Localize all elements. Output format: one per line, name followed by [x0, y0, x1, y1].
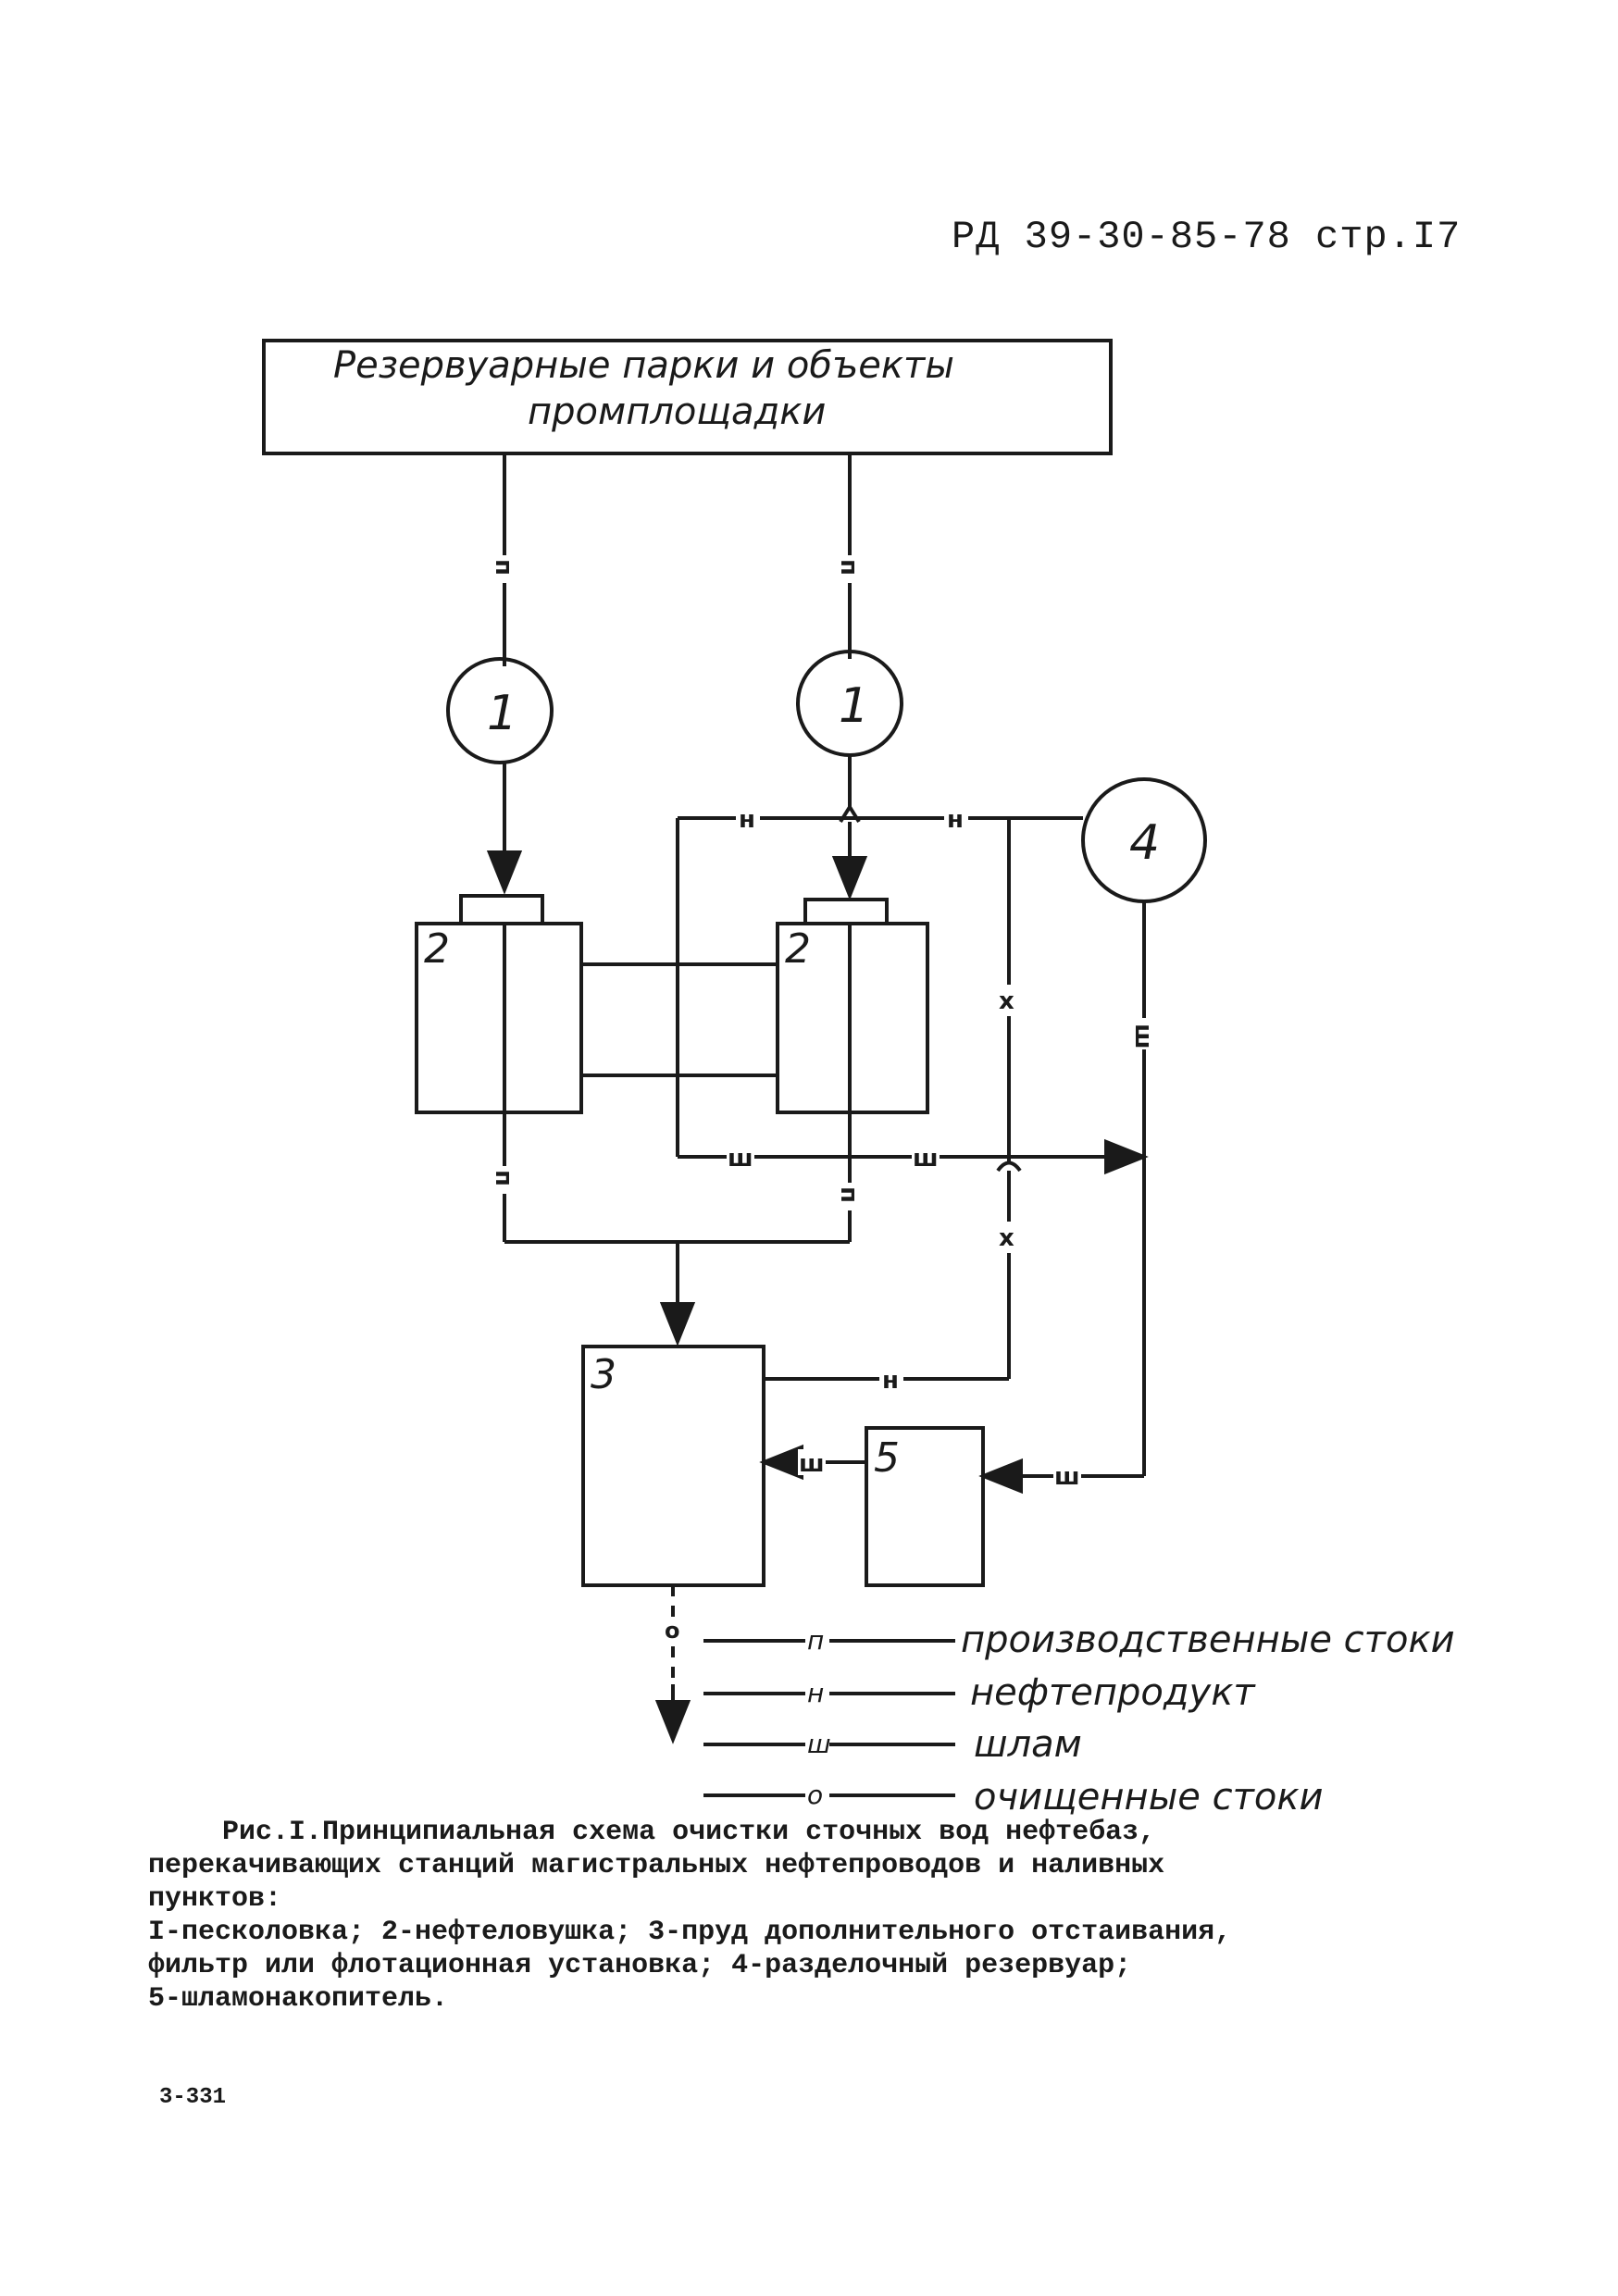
- source-box-line2: промплощадки: [528, 391, 826, 433]
- legend-code-sh: ш: [807, 1729, 831, 1759]
- page-header: РД 39-30-85-78 стр.I7: [952, 215, 1462, 259]
- flow-label-x: x: [999, 1224, 1014, 1252]
- node-2-right-label: 2: [785, 925, 811, 973]
- legend-code-o: о: [807, 1780, 823, 1810]
- flow-label-sh: ш: [728, 1145, 753, 1173]
- caption-line: Рис.I.Принципиальная схема очистки сточн…: [222, 1817, 1156, 1848]
- flow-label-sh: ш: [1129, 1024, 1157, 1049]
- caption-line: 5-шламонакопитель.: [148, 1983, 449, 2015]
- legend-text-p: производственные стоки: [961, 1619, 1455, 1661]
- node-5: [865, 1426, 985, 1587]
- node-1-left-label: 1: [487, 686, 517, 741]
- caption-line: фильтр или флотационная установка; 4-раз…: [148, 1950, 1132, 1981]
- node-1-right-label: 1: [839, 678, 869, 734]
- node-1-left: [446, 657, 554, 764]
- legend-text-sh: шлам: [974, 1723, 1082, 1766]
- node-4-label: 4: [1129, 815, 1160, 871]
- caption-line: перекачивающих станций магистральных неф…: [148, 1850, 1165, 1881]
- legend-code-p: п: [807, 1625, 824, 1656]
- legend-text-n: нефтепродукт: [970, 1671, 1256, 1714]
- legend-code-n: н: [807, 1678, 824, 1708]
- flow-label-p: п: [490, 1170, 517, 1186]
- node-5-label: 5: [874, 1434, 900, 1482]
- caption-line: I-песколовка; 2-нефтеловушка; 3-пруд доп…: [148, 1917, 1232, 1948]
- flow-label-n: н: [739, 806, 755, 834]
- flow-label-p: п: [835, 559, 863, 576]
- legend-text-o: очищенные стоки: [974, 1776, 1324, 1818]
- flow-label-n: н: [947, 806, 964, 834]
- footer-code: 3-331: [159, 2085, 227, 2110]
- node-3-label: 3: [591, 1351, 616, 1398]
- node-2-left-label: 2: [424, 925, 450, 973]
- caption-line: пунктов:: [148, 1883, 282, 1915]
- source-box: [262, 339, 1113, 455]
- flow-label-sh: ш: [799, 1450, 825, 1478]
- flow-label-sh: ш: [913, 1145, 939, 1173]
- node-2-right-cap: [803, 898, 889, 925]
- node-2-left-cap: [459, 894, 544, 925]
- source-box-line1: Резервуарные парки и объекты: [333, 344, 954, 387]
- figure-caption: Рис.I.Принципиальная схема очистки сточн…: [148, 1816, 1379, 2016]
- flow-label-o: о: [665, 1618, 680, 1644]
- flow-label-p: п: [835, 1186, 863, 1203]
- flow-label-x: x: [999, 987, 1014, 1015]
- flow-label-sh: ш: [1054, 1463, 1080, 1491]
- flow-label-p: п: [490, 559, 517, 576]
- flow-label-n: н: [882, 1367, 899, 1395]
